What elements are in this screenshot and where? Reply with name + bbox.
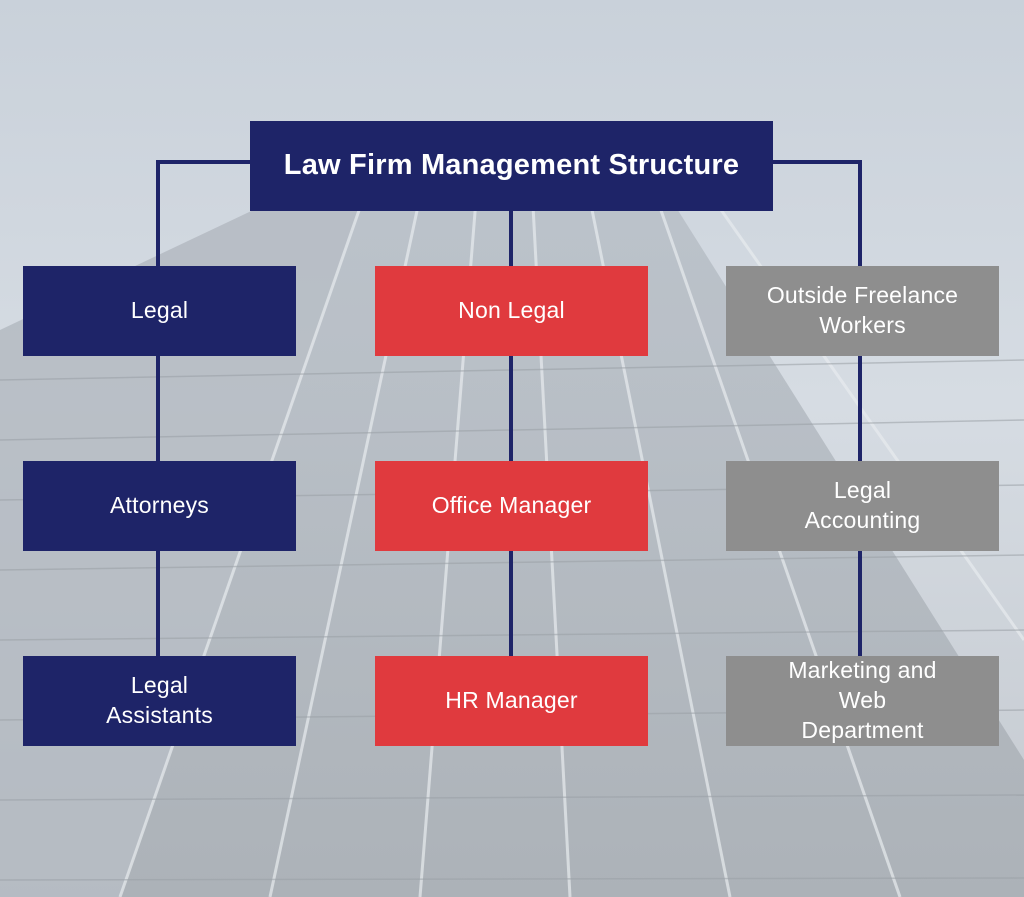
node-outside-freelance-workers: Outside Freelance Workers: [726, 266, 999, 356]
connector-title-legal: [156, 160, 250, 266]
node-marketing-web-department: Marketing and Web Department: [726, 656, 999, 746]
connector-title-outside: [773, 160, 862, 266]
node-attorneys: Attorneys: [23, 461, 296, 551]
node-non-legal: Non Legal: [375, 266, 648, 356]
chart-title: Law Firm Management Structure: [250, 121, 773, 211]
node-legal-accounting: Legal Accounting: [726, 461, 999, 551]
node-legal-assistants: Legal Assistants: [23, 656, 296, 746]
node-hr-manager: HR Manager: [375, 656, 648, 746]
node-office-manager: Office Manager: [375, 461, 648, 551]
node-legal: Legal: [23, 266, 296, 356]
